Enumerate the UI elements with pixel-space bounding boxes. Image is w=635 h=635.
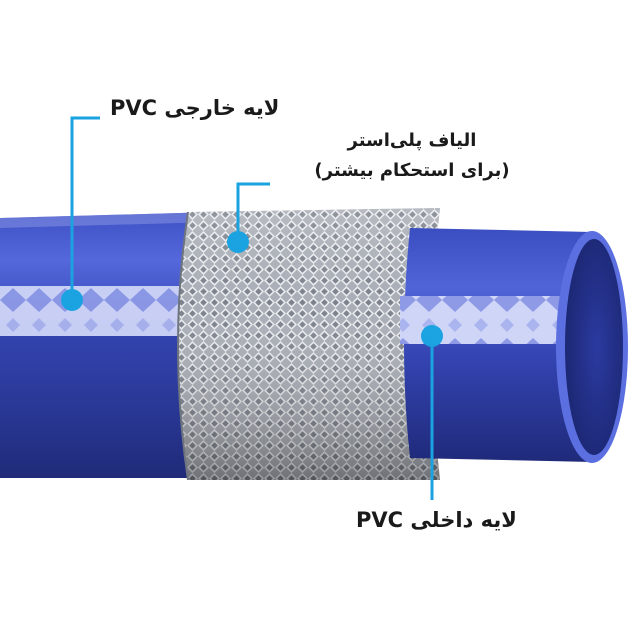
pointer-inner — [421, 325, 443, 500]
hose-opening — [556, 231, 628, 463]
pointer-fiber — [227, 182, 270, 253]
fiber-label-line2: (برای استحکام بیشتر) — [314, 160, 510, 181]
polyester-fiber-layer — [177, 208, 440, 481]
pointer-outer — [61, 116, 100, 311]
outer-layer-label: لایه خارجی PVC — [110, 96, 280, 120]
fiber-layer-label: الیاف پلی‌استر (برای استحکام بیشتر) — [292, 126, 532, 186]
inner-layer-label: لایه داخلی PVC — [356, 508, 517, 532]
fiber-label-line1: الیاف پلی‌استر — [347, 130, 477, 151]
